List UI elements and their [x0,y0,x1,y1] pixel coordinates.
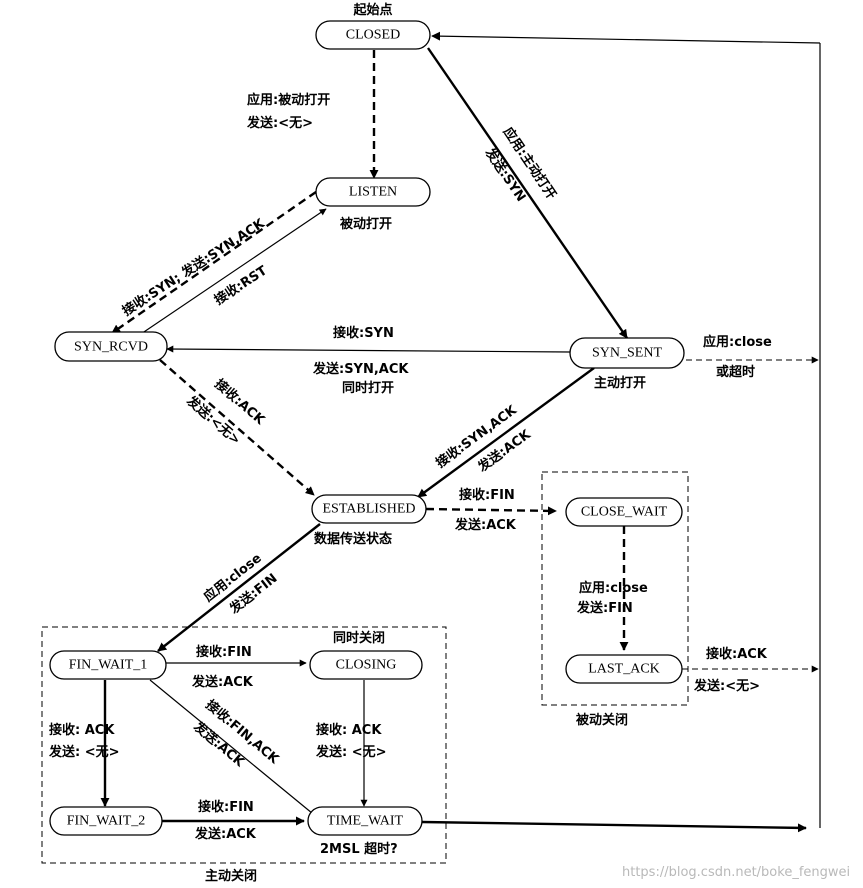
finwait2-timewait-send-label: 发送:ACK [194,826,257,842]
state-established-label: ESTABLISHED [323,502,416,517]
state-listen-label: LISTEN [349,185,397,200]
state-syn-sent: SYN_SENT [569,337,685,369]
finwait2-timewait-recv-label: 接收:FIN [198,799,254,815]
synsent-est-recv-label: 接收:SYN,ACK [433,402,520,472]
passive-close-region [541,471,689,706]
arrow-syn-rcvd-to-established [159,359,315,496]
finwait1-finwait2-send-label: 发送: <无> [48,744,120,760]
state-listen: LISTEN [315,177,431,207]
finwait1-closing-recv-label: 接收:FIN [196,644,252,660]
state-syn-rcvd: SYN_RCVD [54,331,168,362]
active-open-note: 主动打开 [594,375,646,391]
finwait1-finwait2-recv-label: 接收: ACK [49,722,115,738]
state-syn-rcvd-label: SYN_RCVD [74,340,148,355]
state-last-ack: LAST_ACK [565,654,683,684]
lastack-closed-recv-label: 接收:ACK [706,646,768,662]
state-close-wait: CLOSE_WAIT [565,497,683,527]
closewait-lastack-app-label: 应用:close [579,580,648,596]
active-close-region [41,626,447,864]
synsent-closed-timeout-label: 或超时 [716,364,755,380]
closed-listen-app-label: 应用:被动打开 [247,92,330,108]
state-closing-label: CLOSING [336,658,397,673]
state-close-wait-label: CLOSE_WAIT [581,505,668,520]
state-syn-sent-label: SYN_SENT [592,346,662,361]
closed-listen-send-label: 发送:<无> [246,115,313,131]
watermark-text: https://blog.csdn.net/boke_fengwei [622,865,850,880]
simultaneous-close-note: 同时关闭 [333,630,385,646]
arrow-syn-sent-to-syn-rcvd [166,345,571,353]
state-time-wait: TIME_WAIT [307,806,423,836]
state-established: ESTABLISHED [311,494,427,524]
arrow-listen-to-syn-rcvd [111,191,317,334]
est-closewait-send-label: 发送:ACK [454,517,517,533]
finwait1-closing-send-label: 发送:ACK [191,674,254,690]
lastack-closed-send-label: 发送:<无> [693,678,760,694]
state-time-wait-label: TIME_WAIT [327,814,404,829]
state-fin-wait-2-label: FIN_WAIT_2 [67,814,146,829]
state-closing: CLOSING [309,650,423,680]
arrow-syn-sent-to-established [417,367,595,498]
arrow-fin-wait-1-to-time-wait [149,679,319,819]
synsent-synrcvd-send-label: 发送:SYN,ACK [312,361,409,377]
timeout-2msl-note: 2MSL 超时? [320,841,398,857]
synsent-closed-app-label: 应用:close [703,334,772,350]
closing-timewait-send-label: 发送: <无> [315,744,387,760]
arrow-established-to-fin-wait-1 [157,523,321,652]
passive-close-note: 被动关闭 [575,712,628,728]
listen-synrcvd-label: 接收:SYN; 发送:SYN,ACK [119,215,268,319]
passive-open-note: 被动打开 [339,216,392,232]
active-close-note: 主动关闭 [205,868,257,884]
arrow-return-to-closed [431,31,821,44]
state-fin-wait-1: FIN_WAIT_1 [49,650,167,680]
closing-timewait-recv-label: 接收: ACK [316,722,382,738]
est-closewait-recv-label: 接收:FIN [459,487,515,503]
arrow-established-to-close-wait [425,506,557,516]
closewait-lastack-send-label: 发送:FIN [576,600,633,616]
synrcvd-listen-label: 接收:RST [211,262,270,308]
state-fin-wait-2: FIN_WAIT_2 [49,806,163,836]
state-last-ack-label: LAST_ACK [588,662,660,677]
arrow-closed-to-syn-sent [427,47,628,339]
state-closed: CLOSED [315,20,431,50]
synsent-synrcvd-recv-label: 接收:SYN [333,325,394,341]
state-closed-label: CLOSED [346,28,400,43]
arrow-syn-rcvd-to-listen [131,208,327,341]
arrow-time-wait-to-closed [421,820,807,833]
state-fin-wait-1-label: FIN_WAIT_1 [69,658,148,673]
simultaneous-open-note: 同时打开 [342,380,394,396]
data-transfer-note: 数据传送状态 [314,531,392,547]
start-point-note: 起始点 [352,2,392,18]
